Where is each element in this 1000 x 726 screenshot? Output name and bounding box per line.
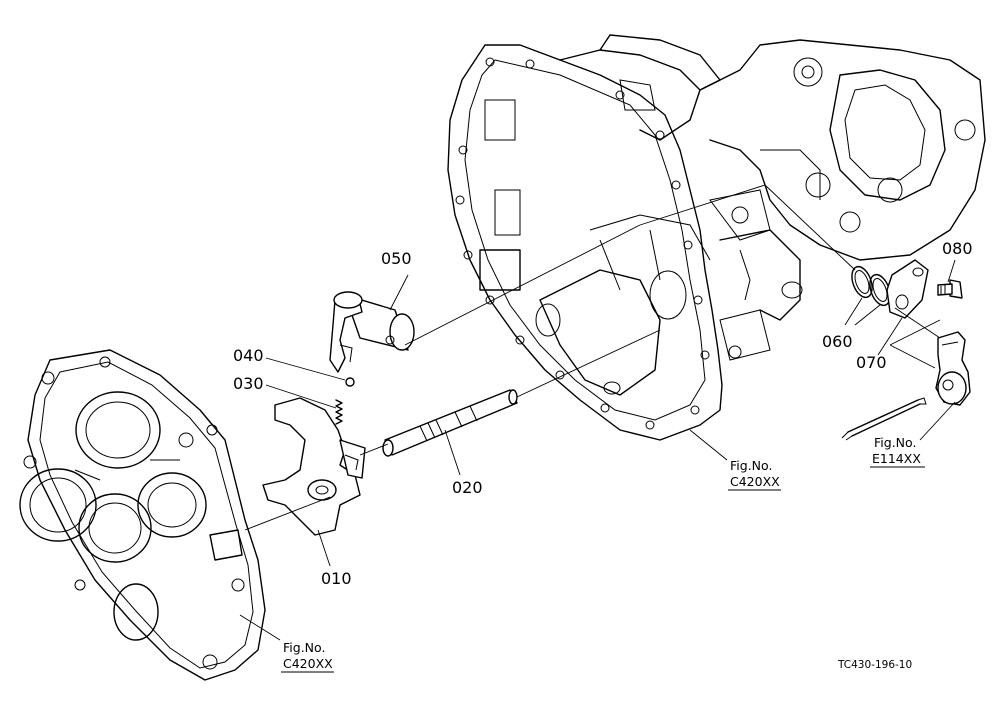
housing-ref-line1: Fig.No. — [730, 458, 772, 473]
leader-lines — [239, 259, 956, 641]
transmission-housing — [447, 34, 986, 441]
part-080-bolt — [937, 279, 963, 299]
part-labels: 050 040 030 010 020 060 070 080 — [233, 239, 973, 588]
drawing-code: TC430-196-10 — [837, 659, 912, 671]
label-050: 050 — [381, 249, 412, 268]
part-030-spring — [335, 399, 343, 425]
label-010: 010 — [321, 569, 352, 588]
part-050-shift-shaft — [329, 291, 415, 373]
label-040: 040 — [233, 346, 264, 365]
lever-ref-line1: Fig.No. — [874, 435, 916, 450]
assembly-centerlines — [244, 184, 941, 531]
label-060: 060 — [822, 332, 853, 351]
cover-ref-line2: C420XX — [283, 656, 333, 671]
lever-ref-line2: E114XX — [872, 451, 921, 466]
housing-ref-line2: C420XX — [730, 474, 780, 489]
part-040-ball — [345, 377, 355, 387]
part-010-shift-fork — [262, 397, 366, 536]
part-070-plate — [886, 259, 929, 319]
part-060-o-rings — [851, 265, 891, 307]
figure-references: Fig.No. C420XX Fig.No. C420XX Fig.No. E1… — [281, 435, 925, 673]
cover-ref-line1: Fig.No. — [283, 640, 325, 655]
label-030: 030 — [233, 374, 264, 393]
label-070: 070 — [856, 353, 887, 372]
part-020-shift-rod — [382, 389, 518, 457]
external-shift-lever — [841, 331, 971, 441]
gear-case-cover — [19, 349, 266, 681]
label-020: 020 — [452, 478, 483, 497]
label-080: 080 — [942, 239, 973, 258]
